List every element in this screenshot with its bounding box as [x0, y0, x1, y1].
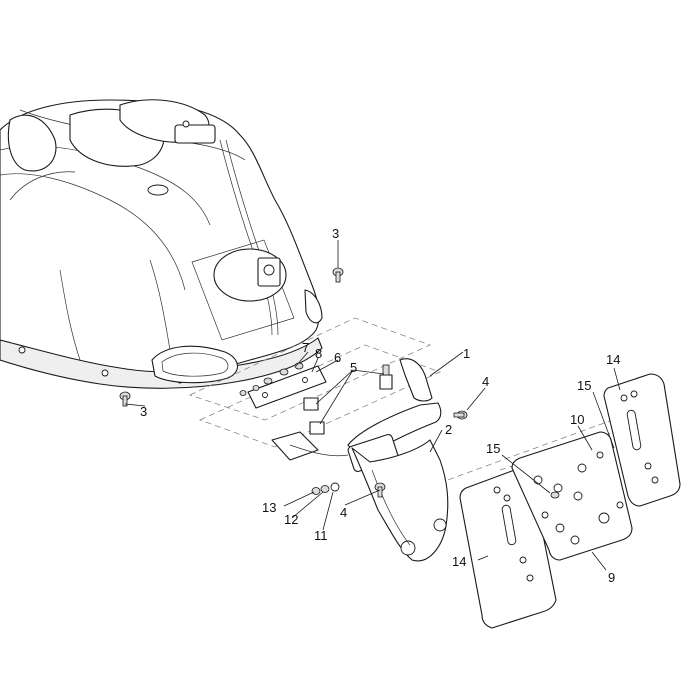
callout-4-lower: 4: [340, 505, 347, 520]
part-14-panel-right: [603, 373, 681, 507]
callout-13: 13: [262, 500, 276, 515]
callout-9: 9: [608, 570, 615, 585]
callout-6: 6: [334, 350, 341, 365]
rear-mudguard: [351, 439, 449, 562]
callout-14-right: 14: [606, 352, 620, 367]
part-3-screw-upper: [332, 267, 344, 283]
callout-3-lower: 3: [140, 404, 147, 419]
part-8-plate: [247, 365, 327, 409]
part-5-clip-nuts: [379, 364, 393, 390]
callout-1: 1: [463, 346, 470, 361]
part-7-fasteners: [239, 362, 304, 396]
callout-15-lower: 15: [486, 441, 500, 456]
part-6-clips: [303, 397, 325, 435]
part-4-screw-upper: [453, 410, 468, 420]
callout-8: 8: [315, 346, 322, 361]
scooter-rear-body: [0, 99, 323, 389]
callout-3-upper: 3: [332, 226, 339, 241]
callout-11: 11: [314, 528, 328, 543]
part-4-screw-lower: [374, 482, 386, 498]
part-1-plate-holder: [271, 358, 442, 472]
parts-11-13-fasteners: [311, 482, 340, 495]
callout-15-upper: 15: [577, 378, 591, 393]
leader-lines: [124, 240, 621, 571]
part-9-backing-plate: [511, 431, 633, 561]
callout-labels: 3 3 1 4 2 4 5 6 7 8 10 13 12 11 14 14 15…: [140, 226, 620, 585]
callout-10: 10: [570, 412, 584, 427]
part-3-screw-lower: [119, 391, 131, 407]
callout-4-upper: 4: [482, 374, 489, 389]
callout-7: 7: [302, 340, 309, 355]
callout-2: 2: [445, 422, 452, 437]
callout-12: 12: [284, 512, 298, 527]
callout-14-left: 14: [452, 554, 466, 569]
callout-5: 5: [350, 360, 357, 375]
